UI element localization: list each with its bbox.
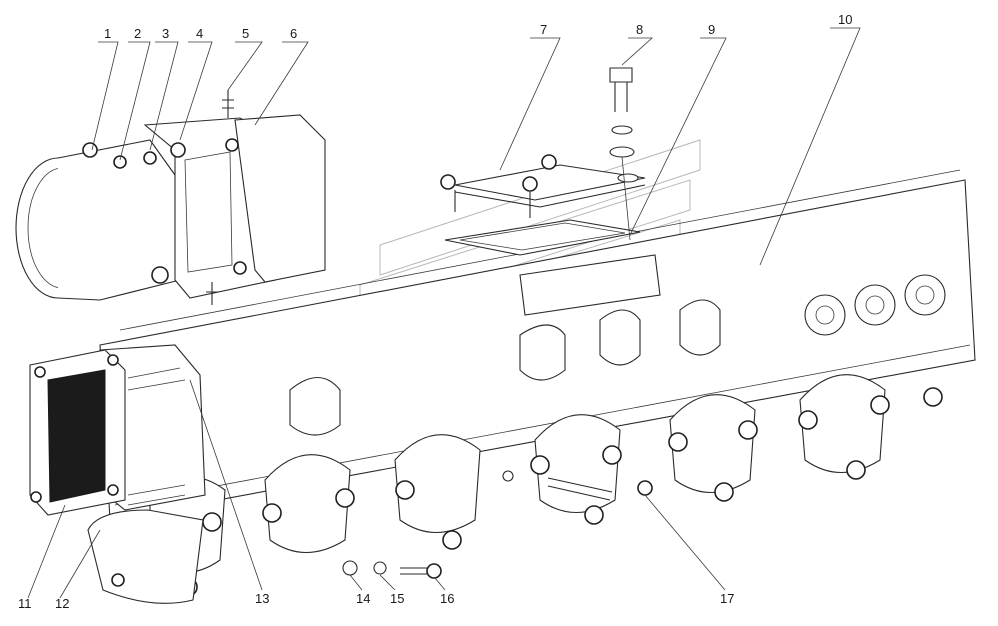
flange-bolts <box>178 387 943 597</box>
leader-lines <box>27 27 861 599</box>
callout-6: 6 <box>290 26 297 41</box>
callout-3: 3 <box>162 26 169 41</box>
callout-1: 1 <box>104 26 111 41</box>
callout-7: 7 <box>540 22 547 37</box>
callout-labels: 1 2 3 4 5 6 7 8 9 10 11 12 13 14 15 16 1… <box>18 12 852 611</box>
end-cover-assembly <box>29 344 206 604</box>
outlet-flange-assembly <box>440 67 646 256</box>
callout-15: 15 <box>390 591 404 606</box>
callout-14: 14 <box>356 591 370 606</box>
callout-8: 8 <box>636 22 643 37</box>
callout-17: 17 <box>720 591 734 606</box>
callout-11: 11 <box>18 596 32 611</box>
exhaust-manifold <box>99 169 976 521</box>
callout-4: 4 <box>196 26 203 41</box>
callout-16: 16 <box>440 591 454 606</box>
outlet-elbow-assembly <box>15 90 326 305</box>
callout-9: 9 <box>708 22 715 37</box>
callout-13: 13 <box>255 591 269 606</box>
callout-5: 5 <box>242 26 249 41</box>
callout-12: 12 <box>55 596 69 611</box>
callout-10: 10 <box>838 12 852 27</box>
callout-2: 2 <box>134 26 141 41</box>
